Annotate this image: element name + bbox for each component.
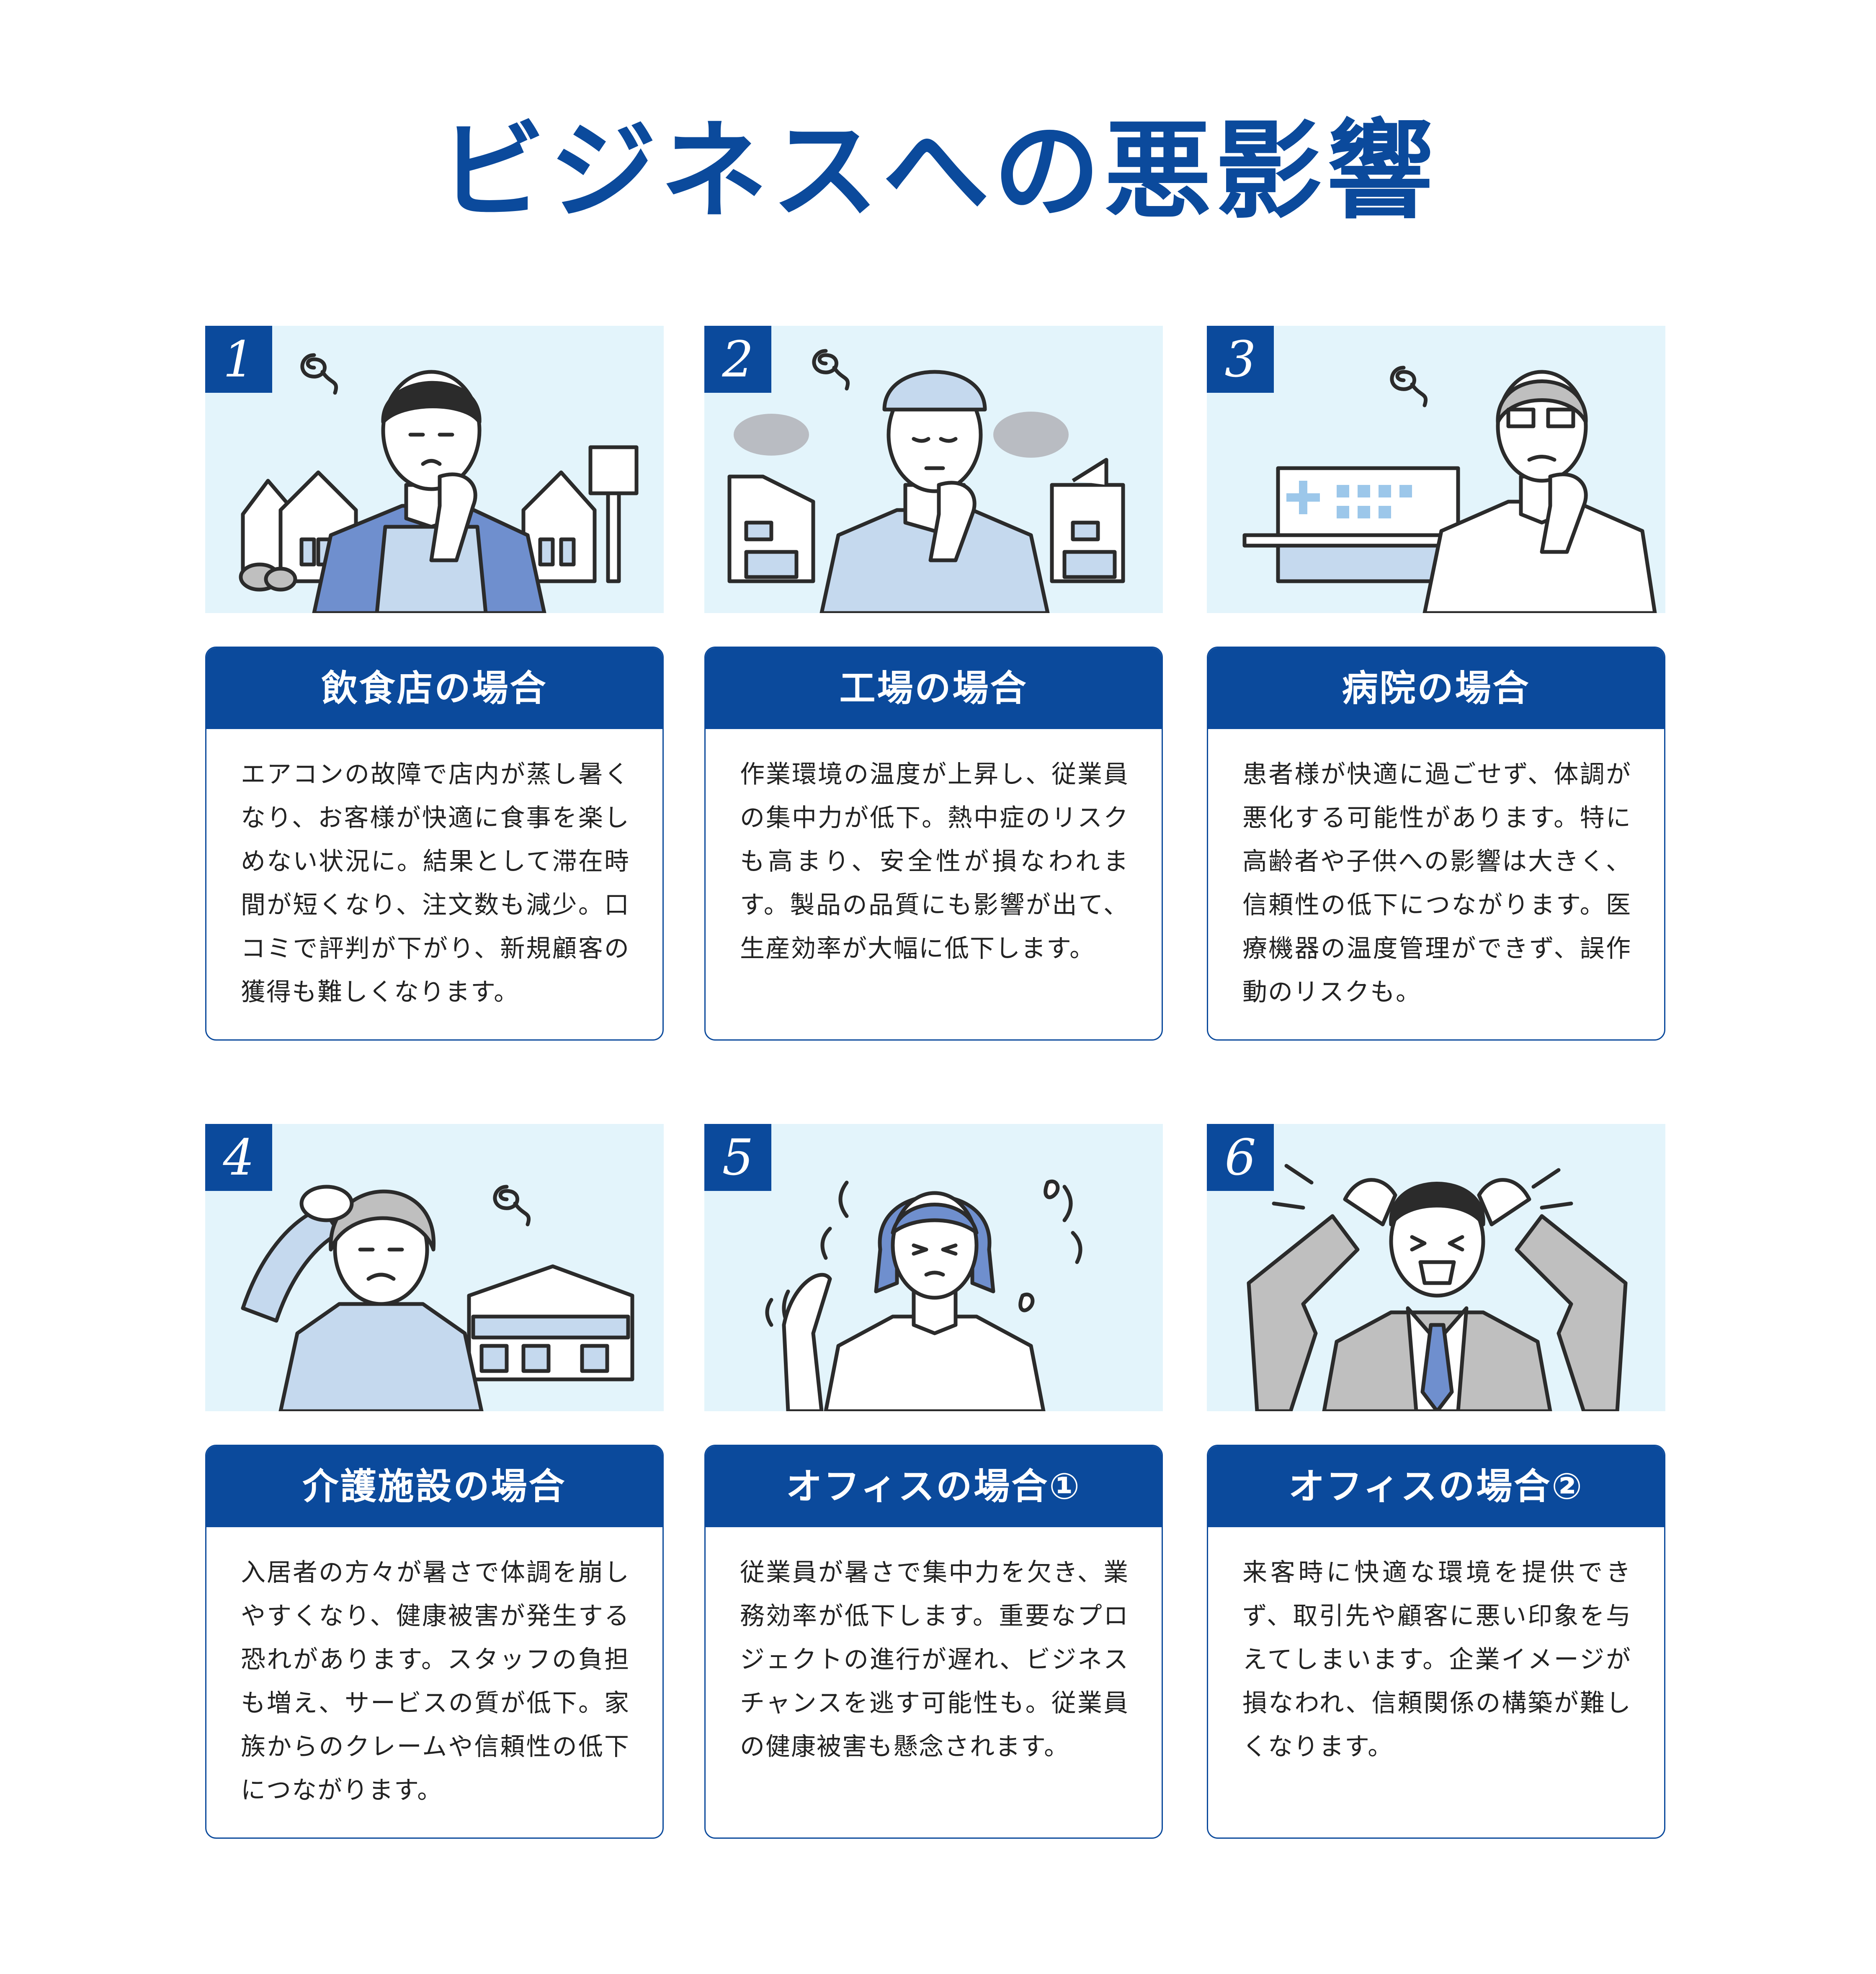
- card-content-box: 工場の場合 作業環境の温度が上昇し、従業員の集中力が低下。熱中症のリスクも高まり…: [704, 647, 1163, 1041]
- card-heading: オフィスの場合①: [706, 1446, 1162, 1527]
- card-number: 2: [704, 326, 771, 393]
- card-content-box: オフィスの場合① 従業員が暑さで集中力を欠き、業務効率が低下します。重要なプロジ…: [704, 1445, 1163, 1839]
- card-content-box: オフィスの場合② 来客時に快適な環境を提供できず、取引先や顧客に悪い印象を与えて…: [1207, 1445, 1665, 1839]
- illustration-restaurant: [205, 326, 664, 613]
- card-number: 4: [205, 1124, 272, 1191]
- card-content-box: 介護施設の場合 入居者の方々が暑さで体調を崩しやすくなり、健康被害が発生する恐れ…: [205, 1445, 664, 1839]
- stressed-businessman-icon: [1247, 1164, 1628, 1411]
- card-body-text: 来客時に快適な環境を提供できず、取引先や顧客に悪い印象を与えてしまいます。企業イ…: [1242, 1558, 1631, 1761]
- illustration-office-1: [704, 1124, 1163, 1411]
- sweating-office-woman-icon: [765, 1180, 1082, 1411]
- card-heading: オフィスの場合②: [1208, 1446, 1664, 1527]
- card-body-text: 入居者の方々が暑さで体調を崩しやすくなり、健康被害が発生する恐れがあります。スタ…: [241, 1558, 630, 1804]
- unwell-elderly-woman-icon: [241, 1185, 634, 1411]
- tired-factory-worker-icon: [727, 349, 1125, 613]
- card-heading: 病院の場合: [1208, 648, 1664, 729]
- card-body-text: 作業環境の温度が上昇し、従業員の集中力が低下。熱中症のリスクも高まり、安全性が損…: [740, 760, 1129, 963]
- worried-restaurant-owner-icon: [239, 353, 639, 613]
- illustration-factory: [704, 326, 1163, 613]
- card-content-box: 飲食店の場合 エアコンの故障で店内が蒸し暑くなり、お客様が快適に食事を楽しめない…: [205, 647, 664, 1041]
- card-heading: 介護施設の場合: [206, 1446, 662, 1527]
- card-number: 1: [205, 326, 272, 393]
- worried-doctor-icon: [1242, 366, 1657, 613]
- card-number: 3: [1207, 326, 1274, 393]
- card-body-text: エアコンの故障で店内が蒸し暑くなり、お客様が快適に食事を楽しめない状況に。結果と…: [241, 760, 630, 1006]
- card-number: 6: [1207, 1124, 1274, 1191]
- card-heading: 飲食店の場合: [206, 648, 662, 729]
- card-body-text: 患者様が快適に過ごせず、体調が悪化する可能性があります。特に高齢者や子供への影響…: [1242, 760, 1631, 1006]
- page-title: ビジネスへの悪影響: [438, 109, 1438, 234]
- card-number: 5: [704, 1124, 771, 1191]
- illustration-office-2: [1207, 1124, 1665, 1411]
- illustration-care-facility: [205, 1124, 664, 1411]
- card-content-box: 病院の場合 患者様が快適に過ごせず、体調が悪化する可能性があります。特に高齢者や…: [1207, 647, 1665, 1041]
- card-body-text: 従業員が暑さで集中力を欠き、業務効率が低下します。重要なプロジェクトの進行が遅れ…: [740, 1558, 1129, 1761]
- illustration-hospital: [1207, 326, 1665, 613]
- card-heading: 工場の場合: [706, 648, 1162, 729]
